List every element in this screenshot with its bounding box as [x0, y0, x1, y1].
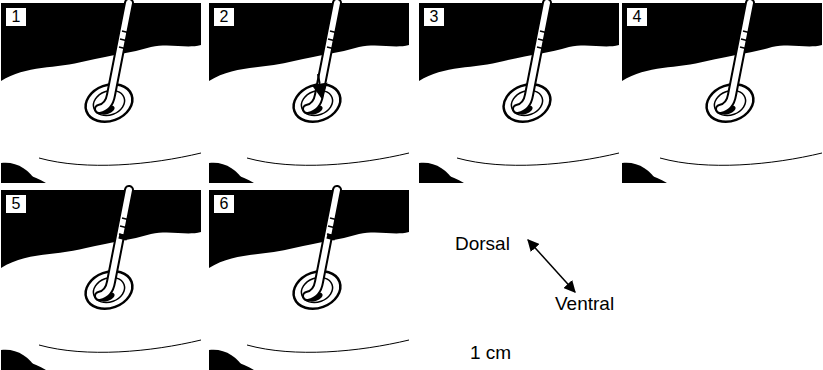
panel-number: 1: [5, 7, 27, 27]
scale-label: 1 cm: [470, 343, 511, 362]
direction-label: Dorsal: [455, 234, 510, 253]
panel-number: 4: [626, 7, 648, 27]
panel-number: 5: [5, 194, 27, 214]
direction-label: Ventral: [555, 294, 614, 313]
panel-number: 6: [213, 194, 235, 214]
panel-number: 2: [213, 7, 235, 27]
panel-number: 3: [423, 7, 445, 27]
